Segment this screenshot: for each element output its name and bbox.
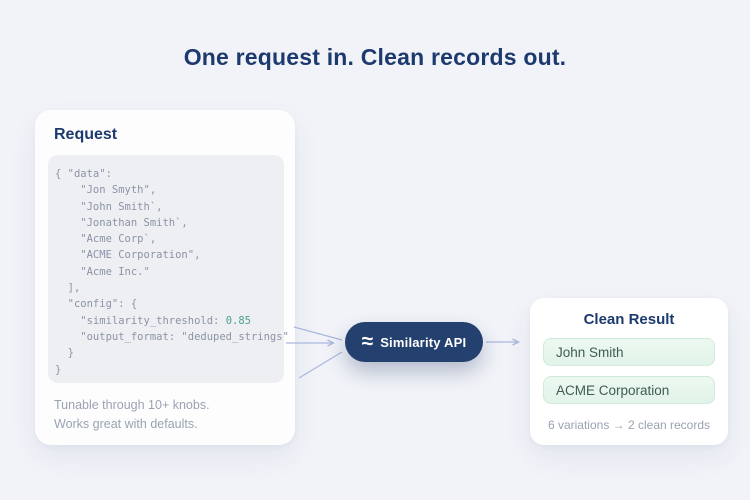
- footnote-line-2: Works great with defaults.: [54, 417, 198, 432]
- similarity-api-label: Similarity API: [380, 334, 467, 350]
- request-code-block: { "data": "Jon Smyth", "John Smith`, "Jo…: [48, 155, 289, 383]
- code-text-before: { "data": "Jon Smyth", "John Smith`, "Jo…: [55, 168, 220, 327]
- code-threshold-value: 0.85: [225, 314, 251, 327]
- footnote-line-1: Tunable through 10+ knobs.: [54, 398, 210, 412]
- clean-result-card: Clean Result John Smith ACME Corporation…: [530, 298, 728, 445]
- connector-bottom-left: [298, 351, 343, 379]
- similarity-api-node[interactable]: ≈ Similarity API: [345, 322, 483, 362]
- request-card-heading: Request: [54, 126, 118, 143]
- request-card: Request { "data": "Jon Smyth", "John Smi…: [35, 110, 295, 445]
- result-summary: 6 variations → 2 clean records: [547, 418, 711, 432]
- connector-top-left: [293, 326, 343, 341]
- result-chip: ACME Corporation: [543, 376, 715, 404]
- request-footnote: Tunable through 10+ knobs. Works great w…: [54, 396, 283, 435]
- page-title: One request in. Clean records out.: [183, 44, 567, 70]
- result-chip: John Smith: [543, 338, 715, 366]
- code-text-after: "output_format: "deduped_strings" } }: [55, 330, 289, 376]
- clean-result-heading: Clean Result: [583, 311, 675, 328]
- request-code: { "data": "Jon Smyth", "John Smith`, "Jo…: [55, 166, 289, 378]
- approx-icon: ≈: [361, 329, 374, 353]
